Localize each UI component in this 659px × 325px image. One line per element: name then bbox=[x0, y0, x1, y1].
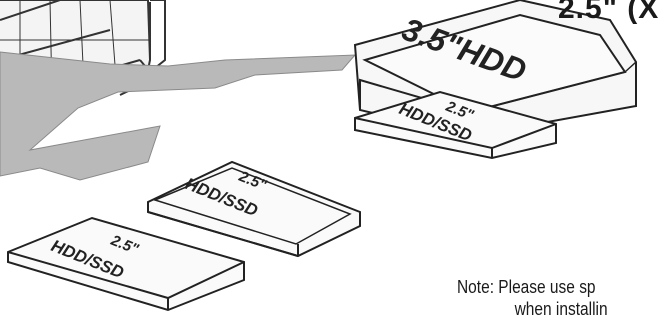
hdd-middle-drive: 2.5" HDD/SSD bbox=[147, 160, 361, 258]
insertion-guide-arrow bbox=[0, 51, 357, 181]
note-line-2: when installin bbox=[514, 299, 608, 319]
installation-note: Note: Please use sp when installin bbox=[457, 276, 608, 320]
section-heading: 2.5" (X bbox=[558, 0, 659, 25]
ssd-lower-drive: 2.5" HDD/SSD bbox=[7, 216, 245, 312]
note-line-1: Note: Please use sp bbox=[457, 277, 596, 297]
diagram-canvas: 3.5"HDD 2.5" HDD/SSD 2.5" HDD/SSD 2.5" H… bbox=[0, 0, 637, 312]
ssd-upper-drive: 2.5" HDD/SSD bbox=[354, 90, 557, 160]
hdd-3-5-drive: 3.5"HDD bbox=[353, 0, 637, 138]
